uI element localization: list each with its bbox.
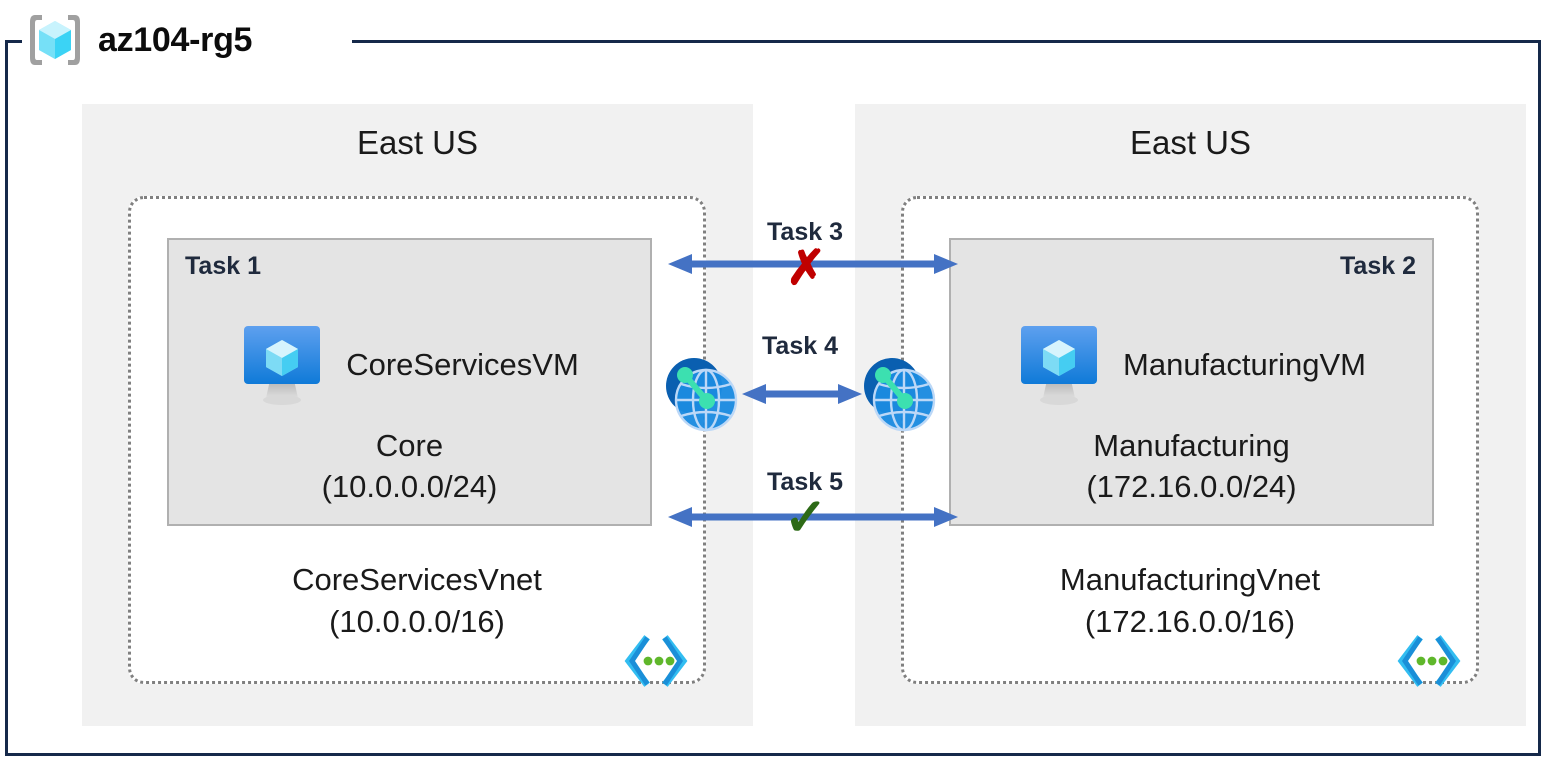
vnet-name-right: ManufacturingVnet (1059, 562, 1321, 597)
vnet-peering-icon-left (661, 353, 743, 435)
vm-row-left: CoreServicesVM (169, 322, 650, 408)
subnet-core: Task 1 (167, 238, 652, 526)
subnet-name-core: Core (375, 428, 444, 463)
vnet-cidr-right: (172.16.0.0/16) (1084, 604, 1296, 640)
task-5-allowed-marker: ✓ (784, 489, 828, 547)
task-3-label: Task 3 (767, 218, 843, 246)
task-3-blocked-marker: ✗ (786, 242, 827, 295)
task-5-label: Task 5 (767, 468, 843, 496)
vnet-cidr-left: (10.0.0.0/16) (329, 604, 505, 640)
vm-row-right: ManufacturingVM (951, 322, 1432, 408)
vnet-icon-left (623, 635, 689, 687)
task-5-arrow (668, 507, 958, 527)
vm-name-core: CoreServicesVM (346, 347, 579, 382)
task-3-arrow (668, 254, 958, 274)
resource-group-frame (5, 40, 1541, 756)
azure-vm-icon-manufacturing (1017, 322, 1101, 408)
region-label-right: East US (1129, 124, 1252, 161)
task-4-label: Task 4 (762, 332, 838, 360)
vnet-icon-right (1396, 635, 1462, 687)
task-1-label: Task 1 (185, 252, 261, 280)
region-label-left: East US (356, 124, 479, 161)
task-4-arrow (742, 384, 862, 404)
task-2-label: Task 2 (1340, 252, 1416, 280)
azure-resource-group-cube-icon (26, 12, 84, 68)
vnet-name-left: CoreServicesVnet (292, 562, 542, 597)
azure-vm-icon-core (240, 322, 324, 408)
subnet-caption-left: Core (10.0.0.0/24) (169, 426, 650, 508)
subnet-name-manufacturing: Manufacturing (1093, 428, 1290, 463)
vnet-caption-right: ManufacturingVnet (172.16.0.0/16) (904, 559, 1476, 643)
resource-group-header: az104-rg5 (26, 9, 252, 71)
subnet-cidr-core: (10.0.0.0/24) (321, 468, 498, 504)
subnet-caption-right: Manufacturing (172.16.0.0/24) (951, 426, 1432, 508)
vnet-caption-left: CoreServicesVnet (10.0.0.0/16) (131, 559, 703, 643)
subnet-manufacturing: Task 2 (949, 238, 1434, 526)
subnet-cidr-manufacturing: (172.16.0.0/24) (1086, 468, 1297, 504)
resource-group-title: az104-rg5 (98, 20, 253, 59)
vnet-peering-icon-right (859, 353, 941, 435)
vm-name-manufacturing: ManufacturingVM (1123, 347, 1366, 382)
